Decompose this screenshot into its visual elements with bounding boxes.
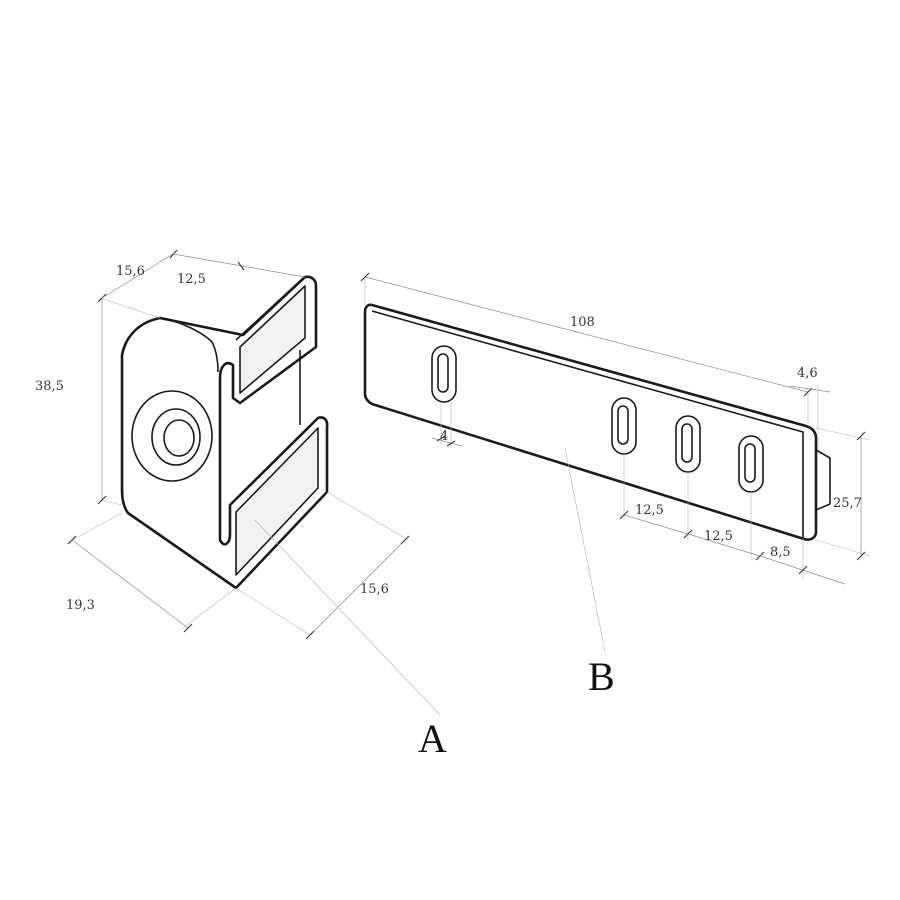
part-a-boss-inner (163, 419, 195, 457)
part-a-dimensions: 38,5 15,6 12,5 19,3 15,6 (35, 249, 410, 640)
dim-b-length: 108 (570, 315, 595, 330)
dim-a-height: 38,5 (35, 379, 64, 394)
part-b-body-outline (363, 303, 818, 541)
dim-a-top-width: 12,5 (177, 272, 206, 287)
part-b-dimensions: 108 4,6 4 12,5 12,5 8,5 2 (360, 272, 871, 585)
dim-a-top-depth: 15,6 (116, 264, 145, 279)
part-b-slot-1 (431, 345, 457, 403)
part-a-boss-ring (151, 408, 201, 466)
part-b-strip (363, 303, 831, 541)
dim-b-end-tab: 4,6 (797, 366, 818, 381)
leaders (254, 447, 606, 716)
part-a-bracket (120, 275, 329, 590)
leader-b (564, 447, 606, 653)
label-part-b: B (588, 654, 615, 699)
dim-a-base-depth: 19,3 (66, 598, 95, 613)
part-a-upper-hook (239, 285, 306, 394)
leader-a (254, 519, 441, 716)
dim-b-slot-width: 4 (440, 429, 448, 444)
part-a-front-edge (159, 317, 219, 373)
label-part-a: A (418, 716, 447, 761)
part-b-top-edge (371, 310, 804, 538)
dim-b-end-offset: 8,5 (770, 545, 791, 560)
part-a-boss-outer (131, 390, 213, 482)
part-b-end-tab (815, 449, 831, 511)
dim-b-slot-pitch-1: 12,5 (635, 503, 664, 518)
dim-b-slot-pitch-2: 12,5 (704, 529, 733, 544)
part-a-upper-hook-edge (235, 280, 301, 341)
part-a-lower-hook-edge (229, 419, 317, 506)
dim-b-height: 25,7 (833, 496, 862, 511)
part-a-lower-hook (235, 427, 319, 576)
dim-a-base-width: 15,6 (360, 582, 389, 597)
